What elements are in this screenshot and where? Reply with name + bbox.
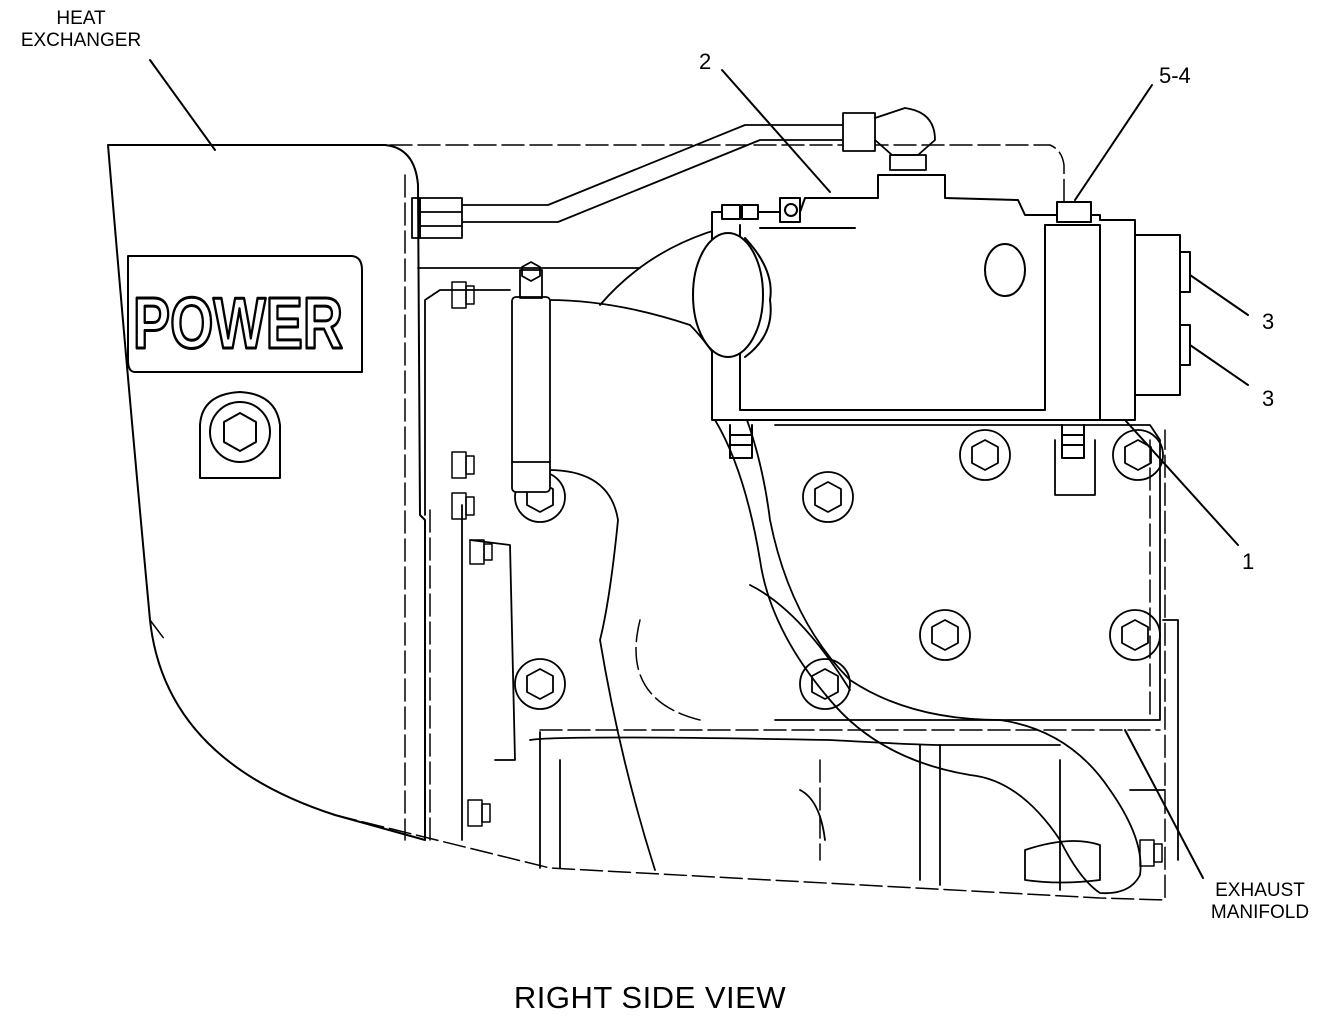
leader-2 [721,69,831,193]
callout-3b: 3 [1262,386,1275,411]
bolt [802,471,854,523]
callout-1: 1 [1242,549,1255,574]
callout-2: 2 [699,49,712,74]
callout-5-4: 5-4 [1159,63,1191,88]
callout-3a: 3 [1262,309,1275,334]
label-exhaust-manifold-line2: MANIFOLD [1210,902,1310,923]
tube-line [411,107,936,239]
label-exhaust-manifold: EXHAUST MANIFOLD [1198,880,1322,924]
bolt [919,609,971,661]
view-caption: RIGHT SIDE VIEW [513,980,787,1015]
leader-lines [149,59,1249,879]
label-heat-exchanger-line2: EXCHANGER [20,30,142,51]
label-heat-exchanger: HEAT EXCHANGER [6,8,156,52]
heat-exchanger [107,144,426,841]
engine-block-hidden-lines [109,144,1166,901]
bolt [514,658,566,710]
leader-exhaust-manifold [1124,729,1204,879]
label-heat-exchanger-line1: HEAT [56,8,106,29]
bolt [1112,429,1164,481]
logo-text: POWER [133,284,343,364]
flange-bolts [451,281,1163,867]
leader-5-4 [1074,84,1153,201]
leader-heat-exchanger [149,59,216,151]
engine-block [417,267,1179,891]
housing-part-2 [692,174,1191,459]
leader-1 [1124,419,1239,546]
leader-3a [1189,274,1249,316]
hose-clamp [511,261,551,493]
block-bolts [514,429,1164,710]
bolt [959,429,1011,481]
leader-3b [1189,344,1249,386]
bolt [1109,609,1161,661]
bolt [799,658,851,710]
label-exhaust-manifold-line1: EXHAUST [1215,880,1305,901]
